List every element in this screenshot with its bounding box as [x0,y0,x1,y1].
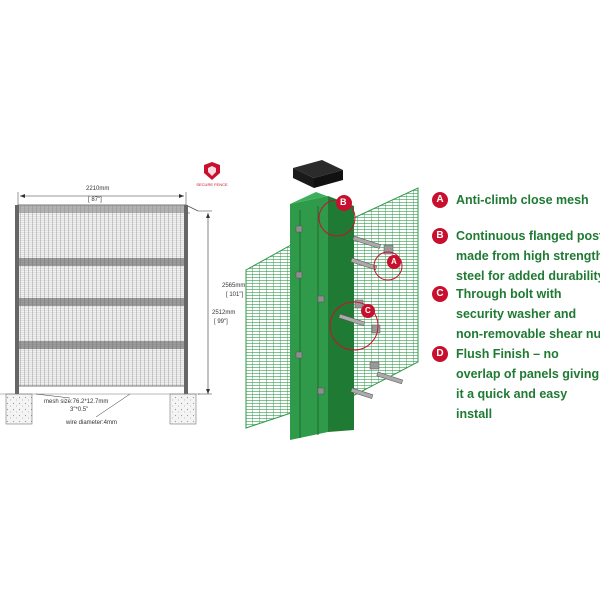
fence-elevation-drawing [0,162,220,425]
arrow-right-icon [179,194,184,198]
feature-badge-c: C [432,286,448,302]
panel-band [18,298,186,306]
feature-badge-b: B [432,228,448,244]
post-side-face [328,196,354,432]
callout-b-badge [336,195,352,211]
feature-text-a: Anti-climb close mesh [456,193,589,207]
post-front-face [290,196,328,440]
height-outer-inch-label: [ 101"] [226,292,244,298]
callout-c-badge [361,304,375,318]
detail-circle-c [329,301,379,351]
callout-c-letter: C [365,306,371,315]
callout-badges [336,195,401,318]
feature-badge-a: A [432,192,448,208]
height-outer-label: 2565mm [222,283,246,289]
feature-text-d: Flush Finish – no overlap of panels givi… [456,347,600,421]
feature-badge-d: D [432,346,448,362]
panel-band [18,341,186,349]
detail-circle-a [373,251,403,281]
fence-panel [17,204,187,387]
post-cap [293,160,343,188]
left-footing [5,393,33,425]
right-footing [169,393,197,425]
callout-a-letter: A [391,257,397,266]
height-inner-inch-label: [ 99"] [214,319,228,325]
wire-diameter-label: wire diameter:4mm [66,420,118,426]
exploded-fixings [338,235,404,399]
mesh-panel-right [344,187,419,401]
arrow-left-icon [20,194,25,198]
callout-b-letter: B [340,197,347,207]
logo-text: SECURE FENCE [196,182,228,187]
brand-logo [204,162,220,180]
right-post [184,205,188,395]
width-inch-label: [ 87"] [88,197,102,203]
panel-band [18,258,186,266]
width-label: 2210mm [86,186,110,192]
callout-a-badge [387,255,401,269]
feature-text-b: Continuous flanged post made from high s… [456,229,600,283]
height-inner-label: 2512mm [212,310,236,316]
feature-text-c: Through bolt with security washer and no… [456,287,600,341]
mesh-size-label: mesh size:76.2*12.7mm [44,399,109,405]
mesh-size-inch-label: 3"*0.5" [70,407,89,413]
post-bolts [295,225,325,395]
left-post [15,205,19,395]
post-illustration [245,160,419,440]
